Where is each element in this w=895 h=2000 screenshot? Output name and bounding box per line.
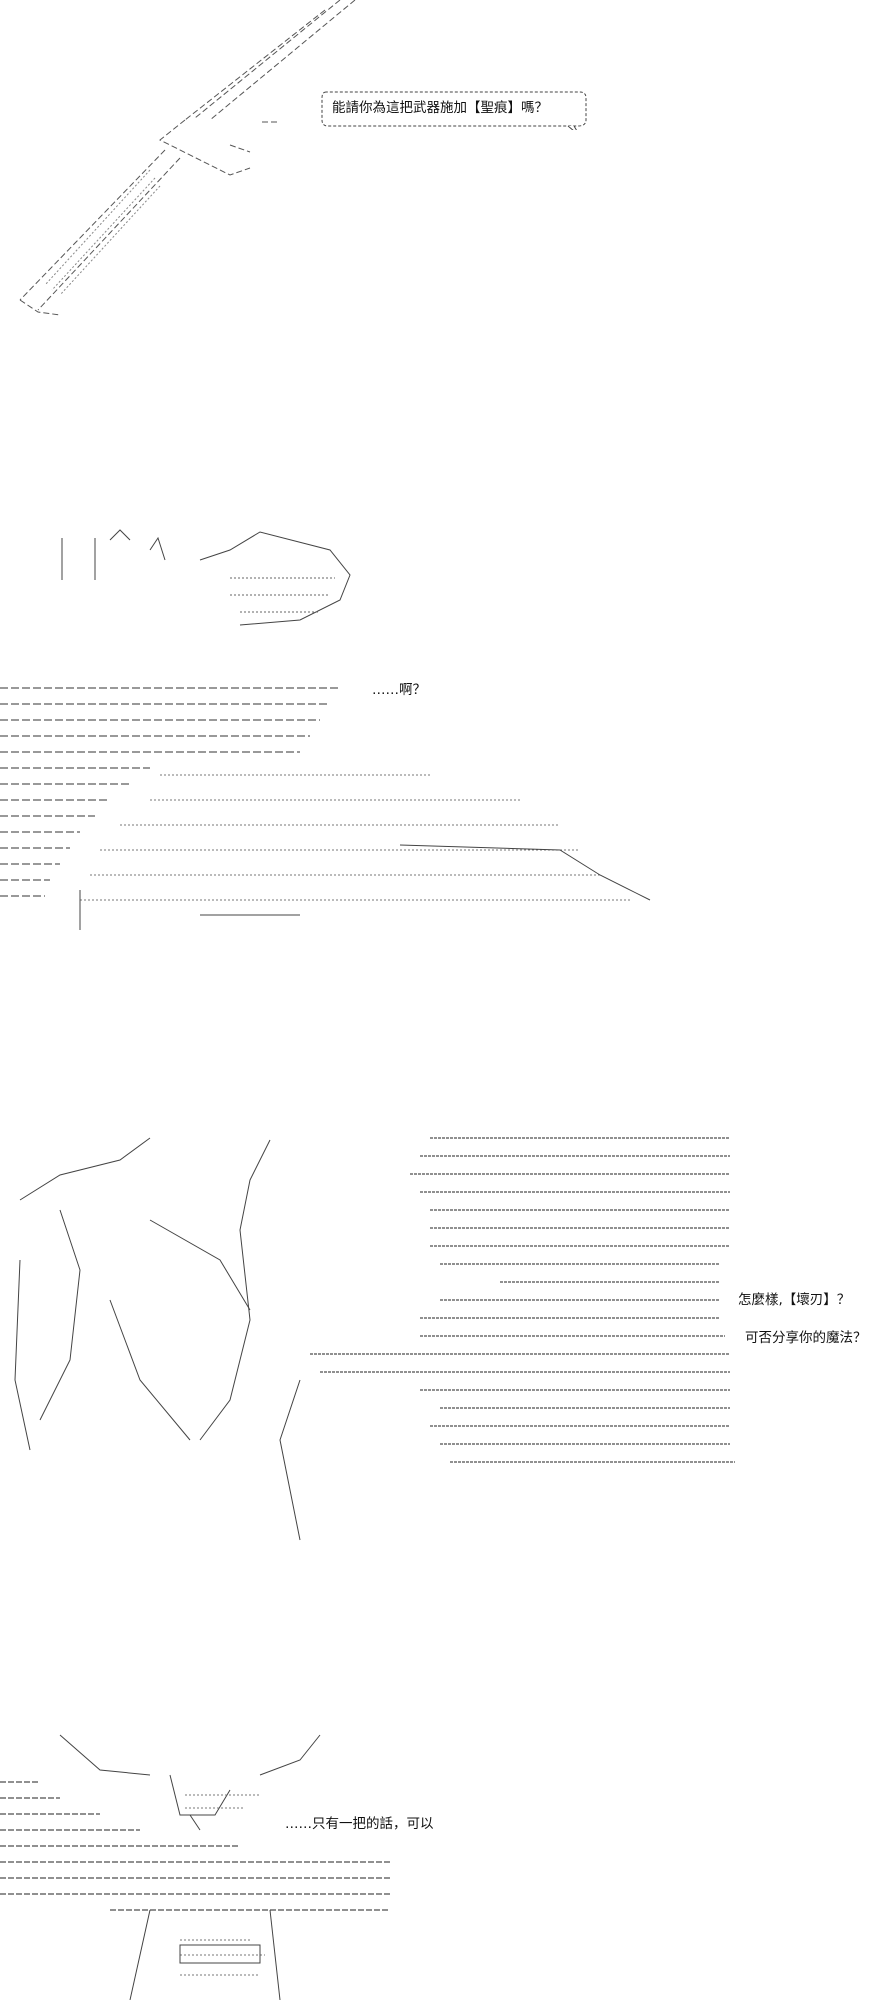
kimono-ascii-art [0, 1734, 390, 2000]
dialogue-text: 能請你為這把武器施加【聖痕】嗎？ [332, 100, 548, 116]
sword-ascii-art [19, 0, 356, 316]
panel-kimono: ……只有一把的話，可以 [0, 1730, 895, 2000]
panel-sword: 能請你為這把武器施加【聖痕】嗎？ [0, 0, 895, 340]
panel-fox: ……啊？ [0, 520, 895, 940]
dialogue-text: 怎麼樣,【壞刃】？ [738, 1292, 851, 1308]
pattern-wall-ascii-art [14, 1137, 735, 1541]
fox-ascii-art [0, 529, 651, 930]
speech-bubble: 能請你為這把武器施加【聖痕】嗎？ [318, 88, 590, 130]
speech-bubble-outline [321, 91, 587, 130]
dialogue-text: ……只有一把的話，可以 [285, 1816, 434, 1832]
panel-crowd: 怎麼樣,【壞刃】？ 可否分享你的魔法？ [0, 1120, 895, 1560]
dialogue-text: ……啊？ [372, 682, 426, 698]
dialogue-text: 可否分享你的魔法？ [745, 1330, 867, 1346]
